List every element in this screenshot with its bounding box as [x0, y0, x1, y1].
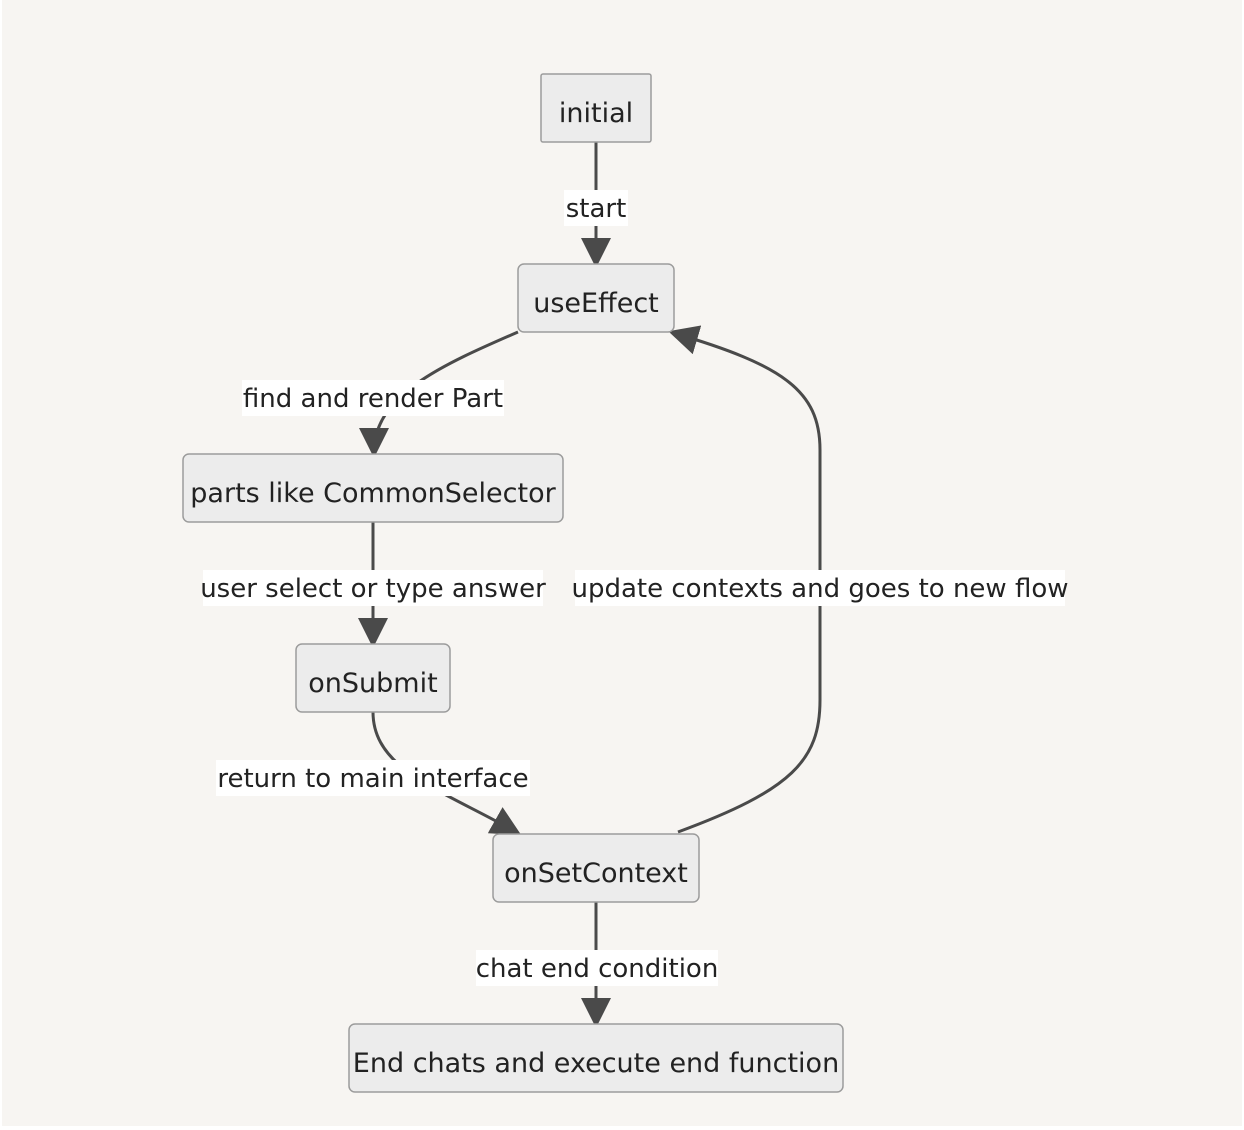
svg-text:useEffect: useEffect	[533, 288, 659, 319]
edge-label-return-main: return to main interface	[216, 760, 530, 796]
svg-text:onSubmit: onSubmit	[308, 668, 437, 699]
svg-text:return to main interface: return to main interface	[217, 764, 528, 794]
svg-text:initial: initial	[559, 98, 633, 129]
svg-text:parts like CommonSelector: parts like CommonSelector	[190, 478, 556, 509]
edge-label-find-render: find and render Part	[242, 380, 504, 416]
node-end: End chats and execute end function	[348, 1023, 844, 1093]
node-onsubmit: onSubmit	[295, 643, 451, 713]
edge-label-update-contexts: update contexts and goes to new flow	[572, 570, 1069, 606]
svg-text:find and render Part: find and render Part	[243, 384, 503, 414]
svg-text:End chats and execute end func: End chats and execute end function	[353, 1048, 839, 1079]
node-useeffect: useEffect	[517, 263, 675, 333]
node-initial: initial	[540, 73, 652, 143]
edge-label-chat-end: chat end condition	[476, 950, 719, 986]
edge-label-user-select: user select or type answer	[200, 570, 546, 606]
node-parts: parts like CommonSelector	[182, 453, 564, 523]
svg-text:update contexts and goes to ne: update contexts and goes to new flow	[572, 574, 1069, 604]
svg-text:start: start	[566, 194, 627, 224]
svg-text:chat end condition: chat end condition	[476, 954, 719, 984]
node-onsetcontext: onSetContext	[492, 833, 700, 903]
svg-text:onSetContext: onSetContext	[504, 858, 688, 889]
svg-text:user select or type answer: user select or type answer	[200, 574, 546, 604]
edge-label-start: start	[564, 190, 628, 226]
